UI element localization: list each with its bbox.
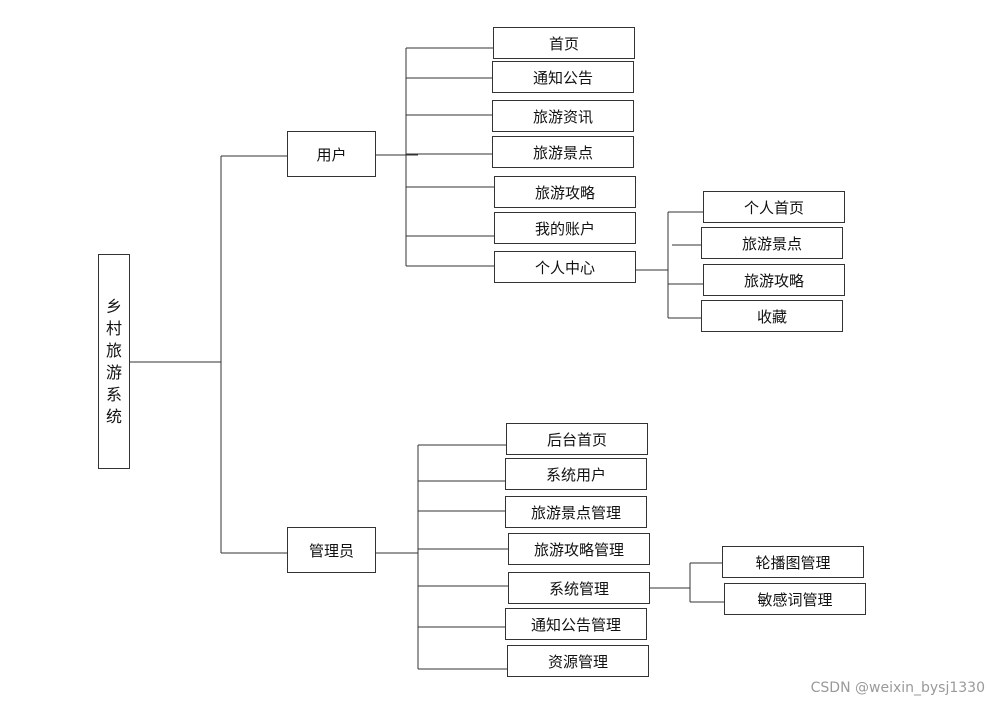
node-label: 旅游景点 bbox=[532, 143, 593, 162]
node-carousel-management: 轮播图管理 bbox=[722, 546, 864, 578]
node-user-notice: 通知公告 bbox=[492, 61, 634, 93]
node-label: 用户 bbox=[316, 145, 347, 164]
root-node-char: 村 bbox=[105, 318, 122, 338]
node-label: 资源管理 bbox=[547, 652, 608, 671]
node-label: 通知公告 bbox=[532, 68, 593, 87]
node-label: 通知公告管理 bbox=[530, 615, 621, 634]
node-label: 管理员 bbox=[308, 541, 354, 560]
root-node-rural-tourism-system: 乡村旅游系统 bbox=[98, 254, 130, 469]
root-node-char: 乡 bbox=[105, 296, 122, 316]
node-label: 旅游景点 bbox=[741, 234, 802, 253]
root-node-label: 乡村旅游系统 bbox=[106, 296, 122, 428]
node-user: 用户 bbox=[287, 131, 376, 177]
node-user-personal-center: 个人中心 bbox=[494, 251, 636, 283]
node-user-scenic-spots: 旅游景点 bbox=[492, 136, 634, 168]
node-label: 旅游攻略管理 bbox=[533, 540, 624, 559]
node-label: 旅游资讯 bbox=[532, 107, 593, 126]
root-node-char: 统 bbox=[105, 406, 122, 426]
node-label: 敏感词管理 bbox=[757, 590, 833, 609]
node-user-home: 首页 bbox=[493, 27, 635, 59]
node-label: 旅游攻略 bbox=[743, 271, 804, 290]
node-personal-home: 个人首页 bbox=[703, 191, 845, 223]
node-admin-notice-management: 通知公告管理 bbox=[505, 608, 647, 640]
node-admin-scenic-management: 旅游景点管理 bbox=[505, 496, 647, 528]
node-personal-scenic-spots: 旅游景点 bbox=[701, 227, 843, 259]
watermark-text: CSDN @weixin_bysj1330 bbox=[810, 680, 985, 696]
node-admin-system-users: 系统用户 bbox=[505, 458, 647, 490]
node-label: 系统管理 bbox=[548, 579, 609, 598]
node-label: 旅游景点管理 bbox=[530, 503, 621, 522]
node-admin-resource-management: 资源管理 bbox=[507, 645, 649, 677]
root-node-char: 游 bbox=[105, 362, 122, 382]
node-user-travel-news: 旅游资讯 bbox=[492, 100, 634, 132]
node-sensitive-words-management: 敏感词管理 bbox=[724, 583, 866, 615]
node-label: 轮播图管理 bbox=[755, 553, 831, 572]
node-admin: 管理员 bbox=[287, 527, 376, 573]
node-label: 首页 bbox=[548, 34, 579, 53]
root-node-char: 旅 bbox=[105, 340, 122, 360]
node-user-travel-guides: 旅游攻略 bbox=[494, 176, 636, 208]
root-node-char: 系 bbox=[105, 384, 122, 404]
node-admin-guide-management: 旅游攻略管理 bbox=[508, 533, 650, 565]
node-label: 我的账户 bbox=[534, 219, 595, 238]
node-label: 收藏 bbox=[756, 307, 787, 326]
node-personal-travel-guides: 旅游攻略 bbox=[703, 264, 845, 296]
node-admin-system-management: 系统管理 bbox=[508, 572, 650, 604]
node-label: 个人中心 bbox=[534, 258, 595, 277]
node-user-my-account: 我的账户 bbox=[494, 212, 636, 244]
node-label: 个人首页 bbox=[743, 198, 804, 217]
node-personal-favorites: 收藏 bbox=[701, 300, 843, 332]
node-label: 系统用户 bbox=[545, 465, 606, 484]
node-label: 后台首页 bbox=[546, 430, 607, 449]
node-admin-dashboard: 后台首页 bbox=[506, 423, 648, 455]
node-label: 旅游攻略 bbox=[534, 183, 595, 202]
